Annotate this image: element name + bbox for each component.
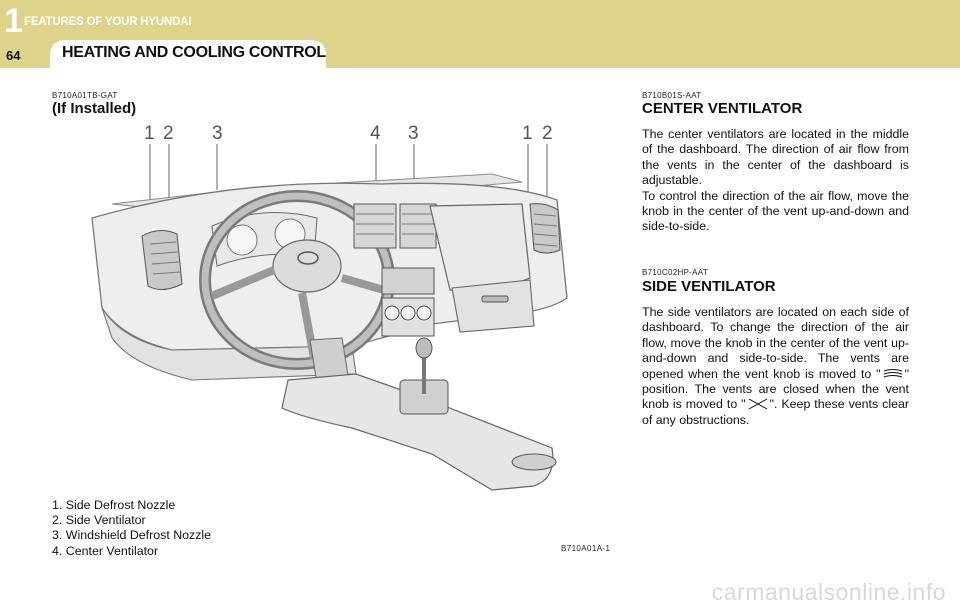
side-ventilator-body: The side ventilators are located on each… <box>642 305 909 428</box>
center-ventilator-body: The center ventilators are located in th… <box>642 127 909 235</box>
center-ventilator-code: B710B01S-AAT <box>642 91 702 100</box>
callout-3-right: 3 <box>408 123 419 144</box>
side-ventilator-text-a: The side ventilators are located on each… <box>642 305 909 381</box>
page-number: 64 <box>6 48 21 63</box>
side-ventilator-code: B710C02HP-AAT <box>642 268 709 277</box>
dashboard-illustration: 1 2 3 4 3 1 2 <box>91 123 568 491</box>
vent-open-icon <box>883 368 902 378</box>
legend-item-2: 2. Side Ventilator <box>52 513 146 528</box>
callout-1-left: 1 <box>144 123 155 144</box>
callout-3-left: 3 <box>212 123 223 144</box>
left-heading: (If Installed) <box>52 100 137 117</box>
chapter-number: 1 <box>4 2 23 40</box>
side-ventilator-heading: SIDE VENTILATOR <box>642 278 776 295</box>
center-ventilator-para-1: The center ventilators are located in th… <box>642 127 909 188</box>
figure-code: B710A01A-1 <box>561 544 611 553</box>
figure-legend: 1. Side Defrost Nozzle 2. Side Ventilato… <box>52 498 211 559</box>
chapter-title: FEATURES OF YOUR HYUNDAI <box>24 16 192 28</box>
left-code: B710A01TB-GAT <box>52 91 118 100</box>
section-tab <box>50 40 326 68</box>
watermark: carmanualsonline.info <box>711 579 946 605</box>
legend-item-3: 3. Windshield Defrost Nozzle <box>52 528 212 543</box>
legend-item-4: 4. Center Ventilator <box>52 543 159 558</box>
vent-closed-icon <box>748 399 767 410</box>
side-ventilator-text-c: ". Keep these vents clear of any obstruc… <box>642 397 909 427</box>
center-ventilator-heading: CENTER VENTILATOR <box>642 100 803 117</box>
callout-2-right: 2 <box>542 123 553 144</box>
callout-1-right: 1 <box>522 123 533 144</box>
legend-item-1: 1. Side Defrost Nozzle <box>52 498 176 512</box>
callout-2-left: 2 <box>163 123 174 144</box>
side-ventilator-text-b: " position. The vents are closed when th… <box>642 366 909 412</box>
section-title: HEATING AND COOLING CONTROL <box>62 44 326 61</box>
callout-4: 4 <box>370 123 381 144</box>
center-ventilator-para-2: To control the direction of the air flow… <box>642 188 909 234</box>
